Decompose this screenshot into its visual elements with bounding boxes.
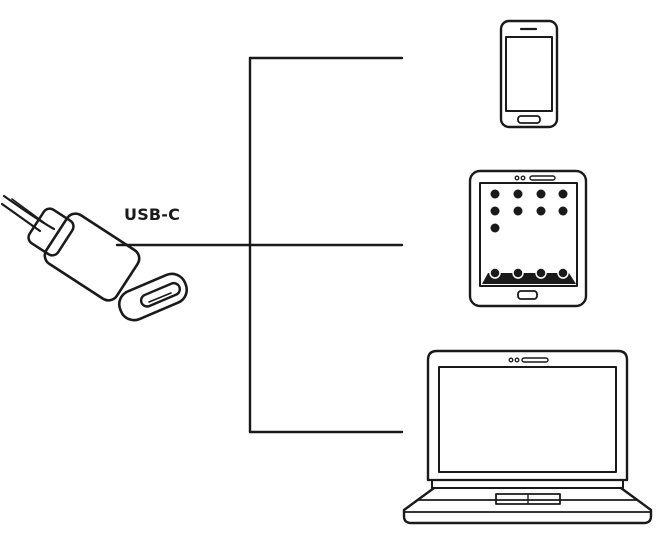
connection-lines: [115, 56, 404, 434]
dock-bar: [482, 273, 576, 284]
laptop-icon: [402, 349, 653, 525]
tablet-icon: [468, 169, 588, 308]
smartphone-icon: [499, 19, 559, 129]
usb-c-label: USB-C: [124, 205, 181, 224]
app-icons-grid: [490, 189, 568, 233]
usb-c-plug-icon: [0, 194, 189, 322]
dock-icons: [489, 267, 569, 279]
